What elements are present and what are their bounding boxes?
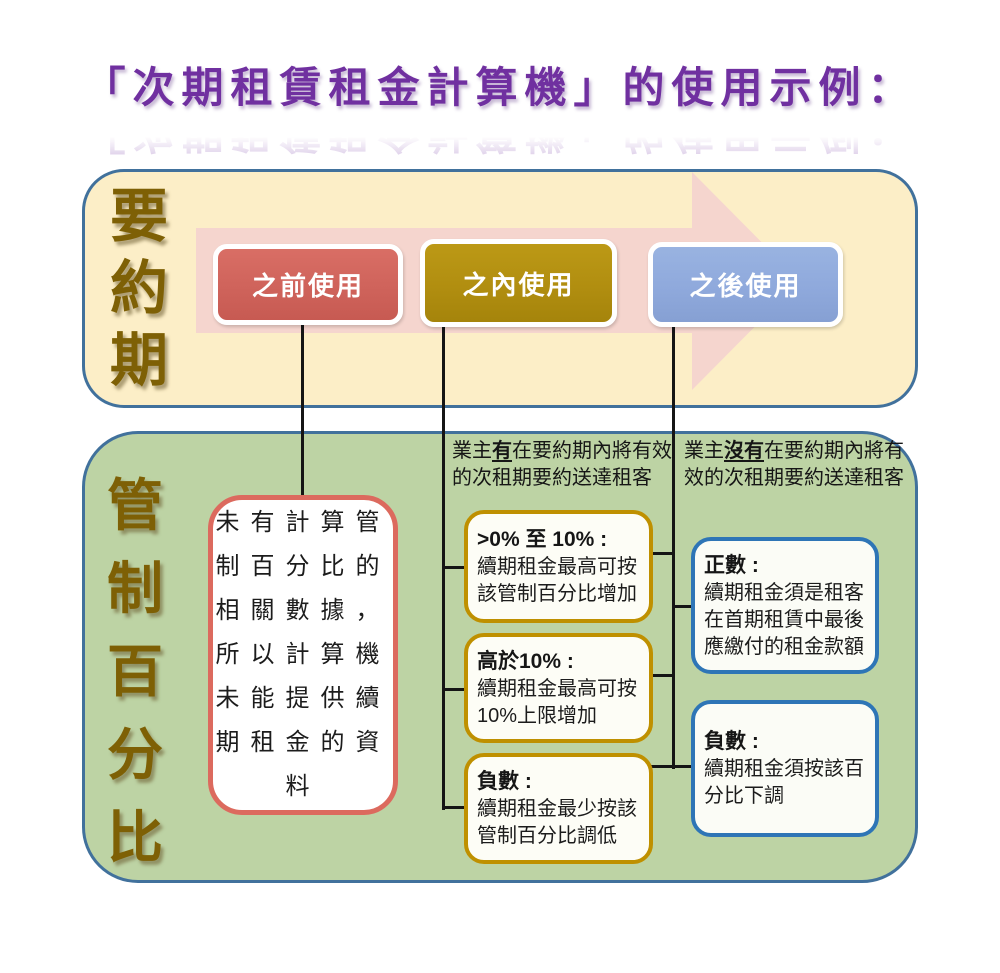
stage-box-after-label: 之後使用 [689, 271, 802, 301]
no-data-note-text: 未有計算管制百分比的相關數據，所以計算機未能提供續期租金的資料 [215, 509, 391, 800]
header-offer-not-served-prefix: 業主 [684, 440, 724, 462]
outcome-served-negative-title: 負數 : [477, 770, 532, 793]
connector-tick-after-left-2 [646, 674, 674, 677]
connector-tick-after-left-1 [646, 552, 674, 555]
outcome-served-above-10-body: 續期租金最高可按10%上限增加 [477, 677, 637, 727]
stage-box-within: 之內使用 [420, 239, 617, 327]
connector-tick-within-3 [444, 806, 465, 809]
outcome-served-0-to-10: >0% 至 10% : 續期租金最高可按該管制百分比增加 [464, 510, 653, 623]
outcome-served-above-10: 高於10% : 續期租金最高可按10%上限增加 [464, 633, 653, 743]
stage-box-before-label: 之前使用 [251, 271, 364, 301]
header-offer-served-suffix: 在要約期內將有效的次租期要約送達租客 [452, 440, 672, 489]
outcome-not-served-negative-body: 續期租金須按該百分比下調 [704, 758, 864, 807]
header-offer-not-served: 業主沒有在要約期內將有效的次租期要約送達租客 [684, 438, 912, 492]
header-offer-served-emphasis: 有 [492, 440, 512, 462]
outcome-not-served-positive-body: 續期租金須是租客在首期租賃中最後應繳付的租金款額 [704, 581, 864, 658]
outcome-not-served-positive: 正數 : 續期租金須是租客在首期租賃中最後應繳付的租金款額 [691, 537, 879, 674]
stage-box-before: 之前使用 [213, 244, 403, 325]
control-percentage-label: 管制百分比 [107, 474, 163, 869]
connector-before-vertical [301, 316, 304, 498]
connector-within-vertical [442, 322, 445, 810]
outcome-served-negative: 負數 : 續期租金最少按該管制百分比調低 [464, 753, 653, 864]
connector-tick-after-right-1 [674, 605, 694, 608]
page-title: 「次期租賃租金計算機」的使用示例： [83, 64, 917, 111]
outcome-served-negative-body: 續期租金最少按該管制百分比調低 [477, 798, 637, 847]
outcome-not-served-negative: 負數 : 續期租金須按該百分比下調 [691, 700, 879, 837]
outcome-served-0-to-10-body: 續期租金最高可按該管制百分比增加 [477, 556, 637, 605]
offer-period-label: 要約期 [109, 184, 168, 393]
outcome-not-served-positive-title: 正數 : [704, 553, 759, 577]
title-block: 「次期租賃租金計算機」的使用示例： 「次期租賃租金計算機」的使用示例： [0, 54, 1000, 166]
connector-tick-after-bottom [646, 765, 694, 768]
header-offer-served: 業主有在要約期內將有效的次租期要約送達租客 [452, 438, 680, 492]
header-offer-not-served-suffix: 在要約期內將有效的次租期要約送達租客 [684, 440, 904, 489]
connector-tick-within-1 [444, 566, 465, 569]
no-data-note-box: 未有計算管制百分比的相關數據，所以計算機未能提供續期租金的資料 [208, 495, 398, 815]
header-offer-not-served-emphasis: 沒有 [724, 440, 764, 462]
page-title-reflection: 「次期租賃租金計算機」的使用示例： [83, 109, 917, 156]
outcome-not-served-negative-title: 負數 : [704, 730, 759, 753]
connector-after-vertical [672, 322, 675, 769]
outcome-served-0-to-10-title: >0% 至 10% : [477, 528, 608, 551]
connector-tick-within-2 [444, 688, 465, 691]
header-offer-served-prefix: 業主 [452, 440, 492, 462]
stage-box-within-label: 之內使用 [462, 269, 575, 300]
outcome-served-above-10-title: 高於10% : [477, 649, 574, 673]
stage-box-after: 之後使用 [648, 242, 843, 327]
